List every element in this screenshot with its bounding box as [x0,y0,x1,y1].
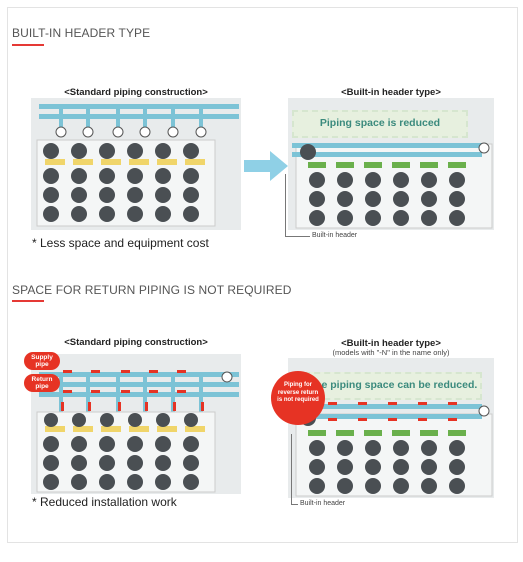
note-less-space: * Less space and equipment cost [32,236,209,250]
title-underline [12,300,44,302]
standard-piping-diagram [31,98,241,230]
label-supply-pipe: Supply pipe [24,352,60,370]
caption-builtin-header: <Built-in header type> [341,338,441,349]
caption-standard-piping: <Standard piping construction> [64,337,208,348]
fan-icon [43,143,199,222]
standard-piping-return-diagram [31,354,241,494]
fan-icon [43,413,199,490]
caption-models-note: (models with "-N" in the name only) [332,348,450,357]
caption-builtin-header: <Built-in header type> [341,87,441,98]
banner-piping-space-can-be-reduced: The piping space can be reduced. [304,372,482,400]
valve-icon [55,126,207,138]
leader-line [291,434,298,505]
label-builtin-header: Built-in header [300,500,346,507]
section-title-return-piping: SPACE FOR RETURN PIPING IS NOT REQUIRED [12,283,292,297]
section-title-builtin-header: BUILT-IN HEADER TYPE [12,26,151,40]
leader-line [285,174,310,237]
label-return-pipe: Return pipe [24,374,60,392]
note-reduced-installation: * Reduced installation work [32,495,177,509]
caption-standard-piping: <Standard piping construction> [64,87,208,98]
label-reverse-return-not-required: Piping for reverse return is not require… [271,371,325,425]
valve-icon [478,405,490,417]
valve-icon [478,142,490,154]
title-underline [12,44,44,46]
label-builtin-header: Built-in header [312,232,358,239]
banner-piping-space-reduced: Piping space is reduced [292,110,468,138]
valve-icon [221,371,233,383]
fan-icon [300,144,465,226]
fan-icon [300,410,465,494]
flow-arrow-icon [244,151,288,181]
